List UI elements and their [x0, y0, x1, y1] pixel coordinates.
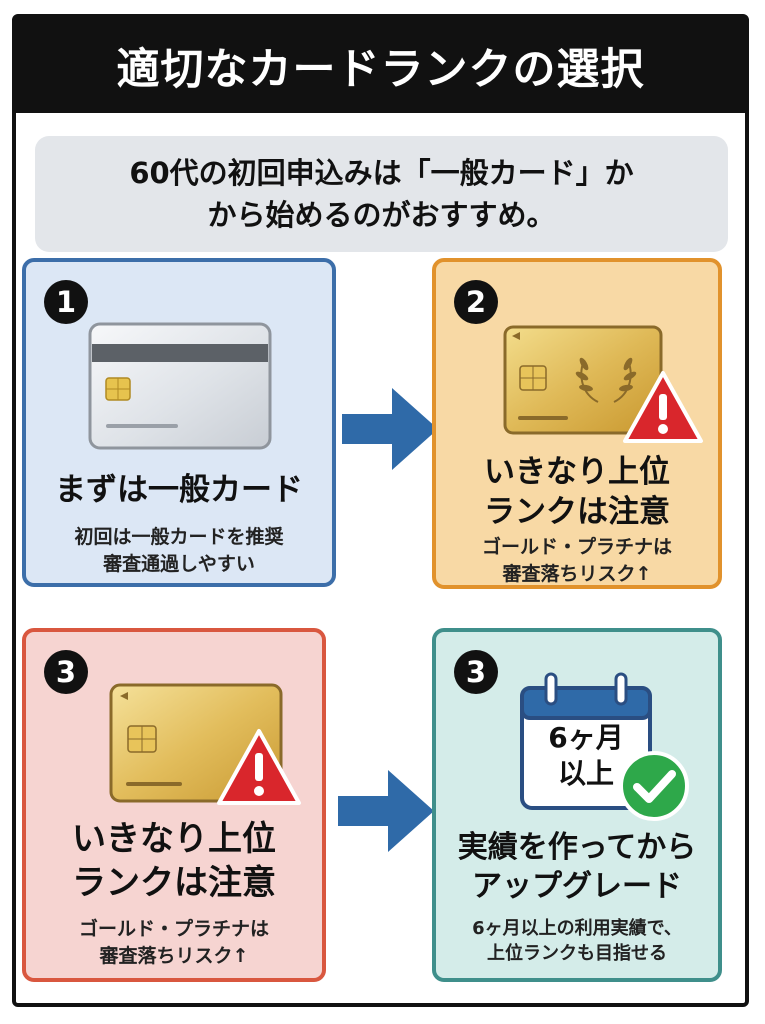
step-badge: 3 [454, 650, 498, 694]
laurel-icon [575, 357, 637, 403]
step-badge: 1 [44, 280, 88, 324]
panel-heading: いきなり上位 ランクは注意 [484, 454, 670, 531]
panel-description: ゴールド・プラチナは 審査落ちリスク↑ [78, 918, 269, 967]
warning-icon [217, 729, 301, 805]
panel-upgrade: 3 6ヶ月 以上 実績を作ってから アップグレード 6ヶ月以上の利用実績で、 上… [432, 628, 722, 982]
calendar-icon [520, 672, 652, 810]
panel-general-card: 1 まずは一般カード 初回は一般カードを推奨 審査通過しやすい [22, 258, 336, 587]
panel-description: ゴールド・プラチナは 審査落ちリスク↑ [481, 536, 672, 585]
check-icon [619, 751, 689, 821]
arrow-right-icon [338, 770, 434, 852]
panel-description: 初回は一般カードを推奨 審査通過しやすい [74, 526, 284, 575]
page-title: 適切なカードランクの選択 [16, 18, 745, 113]
panel-heading: 実績を作ってから アップグレード [457, 830, 697, 904]
panel-premium-caution: 2 いきなり上位 ランクは注意 [432, 258, 722, 589]
panel-heading: まずは一般カード [55, 472, 303, 508]
warning-icon [623, 371, 703, 443]
arrow-right-icon [342, 388, 438, 470]
subtitle-line-2: から始めるのがおすすめ。 [207, 198, 556, 232]
subtitle-box: 60代の初回申込みは「一般カード」か から始めるのがおすすめ。 [35, 136, 728, 252]
step-badge: 3 [44, 650, 88, 694]
panel-heading: いきなり上位 ランクは注意 [72, 819, 276, 903]
step-badge: 2 [454, 280, 498, 324]
calendar-text: 6ヶ月 以上 [548, 721, 624, 791]
silver-card-icon [88, 322, 272, 450]
panel-premium-caution-2: 3 いきなり上位 ランクは注意 ゴールド・プラチナは 審査落ちリスク↑ [22, 628, 326, 982]
subtitle-line-1: 60代の初回申込みは「一般カード」か [129, 155, 634, 190]
panel-description: 6ヶ月以上の利用実績で、 上位ランクも目指せる [472, 918, 682, 965]
